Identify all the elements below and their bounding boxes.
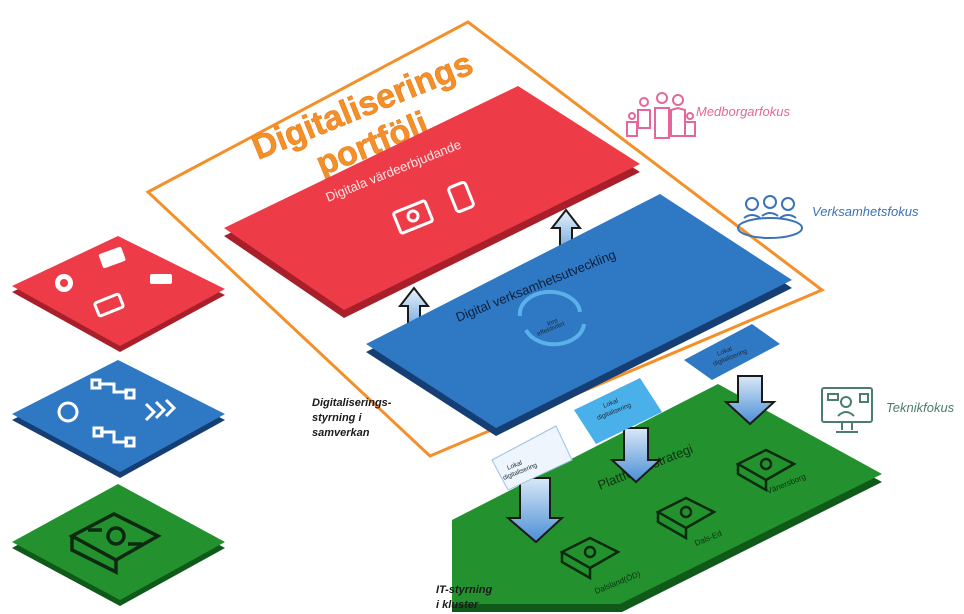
verksamhetsfokus-label: Verksamhetsfokus xyxy=(812,204,919,219)
cycle-icon xyxy=(517,289,586,347)
local-box-3: Lokal digitalisering xyxy=(684,324,780,380)
governance-digital-line3: samverkan xyxy=(312,427,370,439)
left-red-icons xyxy=(55,246,172,318)
cluster-server-icons xyxy=(559,448,797,581)
left-blue-card xyxy=(12,360,225,478)
left-red-card xyxy=(12,236,225,352)
down-arrow-2 xyxy=(609,427,663,484)
down-arrow-3 xyxy=(723,375,777,426)
meeting-icon xyxy=(737,195,803,239)
teknikfokus-label: Teknikfokus xyxy=(886,400,955,415)
left-blue-icons xyxy=(57,378,177,448)
portfolio-frame xyxy=(145,20,825,458)
down-arrows xyxy=(505,375,777,544)
people-icon xyxy=(626,92,696,139)
local-box-1: Lokal digitalisering xyxy=(491,425,573,491)
left-green-server-icon xyxy=(68,512,162,575)
governance-digital-line1: Digitaliserings- xyxy=(312,397,392,409)
red-value-layer xyxy=(224,86,640,318)
green-platform-layer xyxy=(452,384,882,612)
inner-cycle-label-1: Inre xyxy=(546,317,559,328)
governance-digital-line2: styrning i xyxy=(312,412,362,424)
left-green-card xyxy=(12,484,225,606)
blue-verksamhet-layer xyxy=(366,194,792,436)
medborgarfokus-label: Medborgarfokus xyxy=(696,104,790,119)
governance-it-line1: IT-styrning xyxy=(436,584,493,596)
local-box-2: Lokal digitalisering xyxy=(574,378,662,444)
down-arrow-1 xyxy=(505,477,565,544)
screen-user-icon xyxy=(821,387,873,433)
governance-it-line2: i kluster xyxy=(436,599,479,611)
device-icons xyxy=(392,180,475,235)
